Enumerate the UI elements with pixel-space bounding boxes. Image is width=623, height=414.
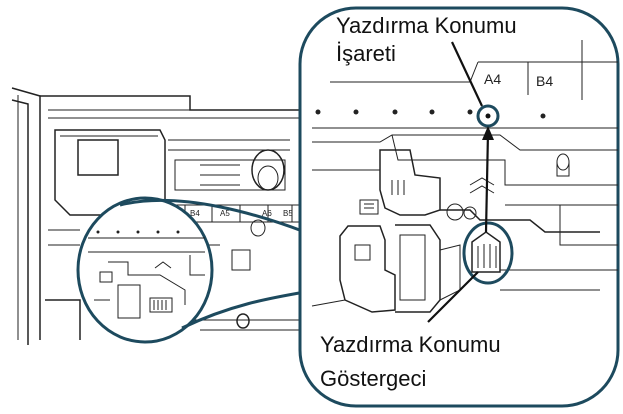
indicator-to-mark-arrow	[484, 131, 490, 233]
print-position-indicator-label-line2: Göstergeci	[320, 366, 426, 391]
zoom-scale-label-a4: A4	[484, 71, 501, 87]
scale-label-b4: B4	[190, 209, 200, 218]
print-position-mark-label-line1: Yazdırma Konumu	[336, 13, 517, 38]
zoom-scale-label-b4: B4	[536, 73, 553, 89]
detail-highlight-circle	[76, 196, 214, 344]
scale-label-a5: A5	[220, 209, 230, 218]
scale-label-b5: B5	[283, 209, 293, 218]
connector-top	[119, 198, 306, 234]
scanner-overview: A4 B4 A5 A6 B5	[11, 87, 300, 345]
zoom-bubble: Yazdırma Konumu İşareti A4 B4	[298, 6, 620, 408]
mark-leader-line	[451, 41, 483, 107]
print-position-indicator-highlight	[462, 221, 514, 285]
connector-bottom	[181, 290, 306, 330]
print-position-mark-label-line2: İşareti	[336, 41, 396, 66]
print-position-indicator-label-line1: Yazdırma Konumu	[320, 332, 501, 357]
scale-label-a6: A6	[262, 209, 272, 218]
print-position-indicator	[471, 231, 501, 273]
indicator-leader-line	[427, 271, 479, 323]
